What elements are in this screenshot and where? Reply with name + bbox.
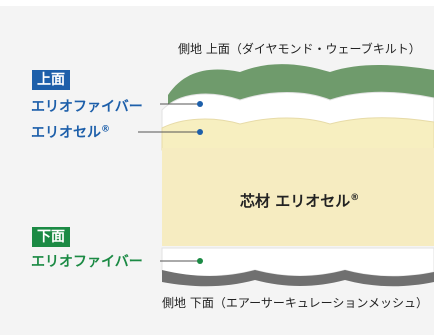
bottom-fiber-label: エリオファイバー	[31, 254, 143, 270]
top-fiber-label: エリオファイバー	[31, 99, 143, 115]
top-caption: 側地 上面（ダイヤモンド・ウェーブキルト）	[178, 42, 421, 56]
core-label: 芯材 エリオセル®	[240, 190, 359, 211]
registered-mark-core: ®	[350, 193, 360, 203]
bottom-caption: 側地 下面（エアーサーキュレーションメッシュ）	[162, 296, 429, 310]
top-cell-text: エリオセル	[31, 125, 101, 141]
leader-top-cell-dot	[197, 129, 203, 135]
core-label-text: 芯材 エリオセル	[240, 192, 351, 210]
bottom-mesh-layer	[162, 270, 434, 287]
bottom-fiber-layer	[161, 247, 434, 277]
top-border	[0, 0, 434, 6]
leader-bottom-fiber-dot	[197, 258, 203, 264]
core-layer	[162, 148, 434, 246]
top-cell-layer	[161, 117, 434, 151]
top-badge: 上面	[32, 70, 70, 90]
leader-top-fiber-dot	[197, 101, 203, 107]
registered-mark: ®	[101, 124, 110, 135]
bottom-badge: 下面	[32, 227, 70, 247]
top-cell-label: エリオセル®	[31, 122, 110, 142]
